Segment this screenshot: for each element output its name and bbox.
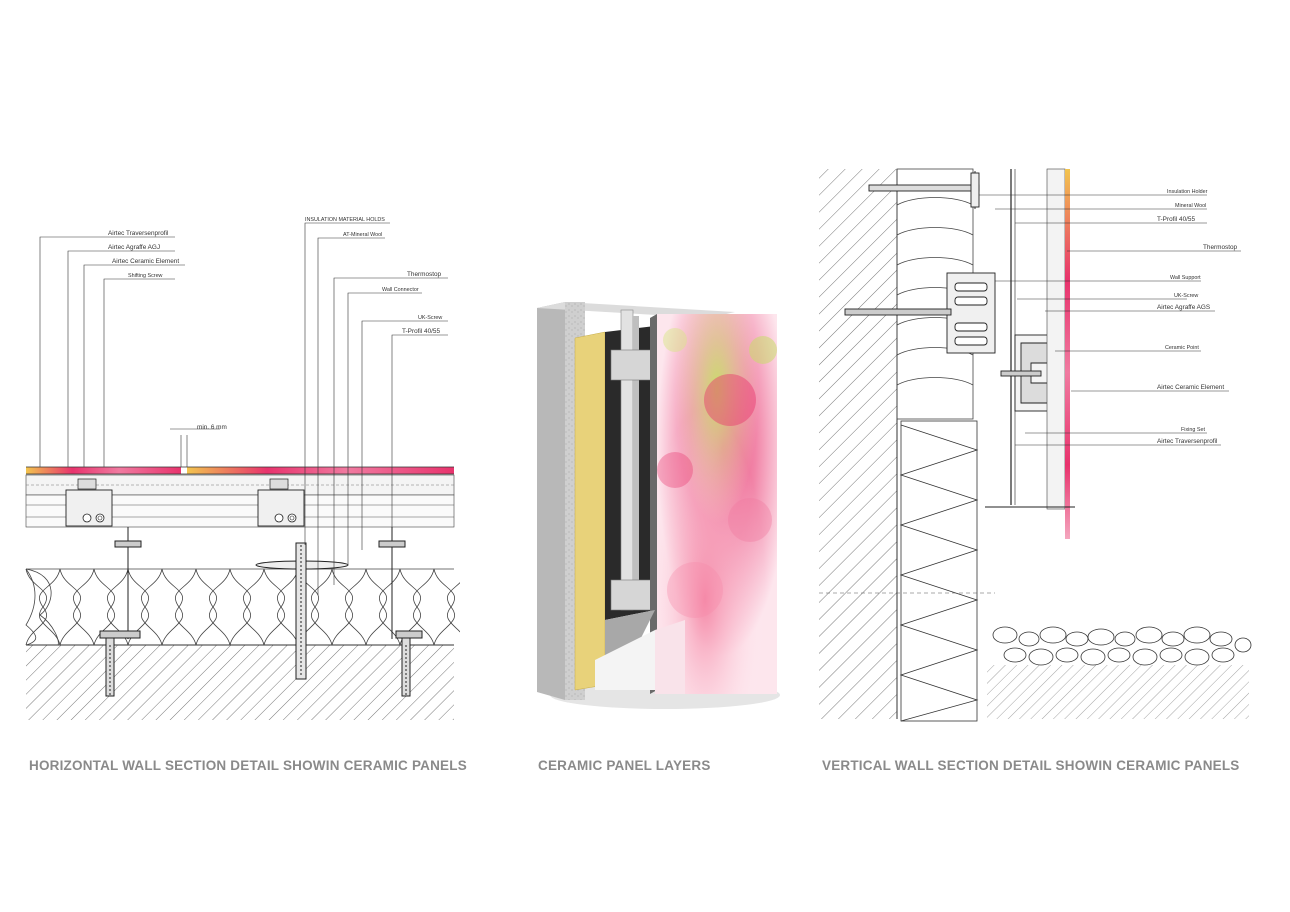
label-wall-connector: Wall Connector [382, 287, 419, 293]
insulation-holder-vertical [868, 171, 980, 209]
gravel [992, 626, 1252, 666]
label-mineral-wool: AT-Mineral Wool [343, 232, 382, 238]
label-uk-screw: UK-Screw [418, 315, 442, 321]
label-t-profil-v: T-Profil 40/55 [1157, 216, 1195, 223]
label-thermostop: Thermostop [407, 271, 442, 278]
mineral-wool [25, 568, 454, 646]
concrete-wall-vertical [819, 169, 897, 719]
horizontal-section-panel: min. 6 mm Airtec Traversenprofil Airtec … [20, 205, 460, 725]
wall-connector-left [99, 527, 142, 697]
horizontal-section-drawing: min. 6 mm Airtec Traversenprofil Airtec … [25, 217, 460, 720]
panel-lower [655, 620, 685, 694]
label-agraffe: Airtec Agraffe AGJ [108, 244, 160, 251]
ceramic-element-left [26, 467, 181, 474]
insulation-lobe [365, 568, 401, 646]
vertical-section-panel: Insulation Holder Mineral Wool T-Profil … [815, 165, 1255, 725]
insulation-lobe [59, 568, 95, 646]
insulation-lobe [263, 568, 299, 646]
ceramic-element-right [187, 467, 454, 474]
insulation-lobe [433, 582, 460, 646]
label-insulation-holds: INSULATION MATERIAL HOLDS [305, 217, 385, 223]
concrete-side [537, 302, 565, 700]
label-ceramic-point: Ceramic Point [1165, 345, 1199, 351]
concrete-base [595, 630, 655, 690]
insulation-layer [575, 332, 605, 690]
ceramic-element-vertical [1065, 169, 1070, 539]
vertical-section-drawing: Insulation Holder Mineral Wool T-Profil … [819, 168, 1252, 722]
caption-center: CERAMIC PANEL LAYERS [538, 758, 711, 773]
lower-insulation [899, 420, 979, 722]
label-uk-screw-v: UK-Screw [1174, 293, 1198, 299]
label-ceramic-element: Airtec Ceramic Element [112, 258, 179, 265]
dimension-label: min. 6 mm [197, 424, 227, 431]
broken-edge [605, 610, 655, 660]
caption-vertical: VERTICAL WALL SECTION DETAIL SHOWIN CERA… [822, 758, 1240, 773]
insulation-lobe [331, 568, 367, 646]
label-thermostop-v: Thermostop [1203, 244, 1238, 251]
label-shifting-screw: Shifting Screw [128, 273, 163, 279]
wall-connector-right [378, 527, 423, 697]
agraffe-left [65, 478, 113, 527]
ceramic-layers-panel [525, 290, 795, 730]
agraffe-right [257, 478, 305, 527]
panel-backing-vertical [1046, 168, 1066, 510]
concrete-wall [26, 645, 454, 720]
wall-support [844, 272, 996, 354]
insulation-lobe [195, 568, 231, 646]
leader-lines-vertical [979, 194, 1241, 446]
insulation-holder [255, 542, 349, 680]
insulation-lobe [161, 568, 197, 646]
insulation-lobe [25, 568, 61, 646]
ceramic-panel [650, 314, 777, 694]
dimension-gap [170, 428, 220, 467]
leader-lines [39, 222, 448, 595]
label-fixing-set: Fixing Set [1181, 427, 1205, 433]
label-ceramic-element-v: Airtec Ceramic Element [1157, 384, 1224, 391]
label-wall-support: Wall Support [1170, 275, 1201, 281]
ground [987, 665, 1249, 719]
insulation-lobe [229, 568, 265, 646]
label-traversenprofil: Airtec Traversenprofil [108, 230, 168, 237]
ceramic-layers-illustration [537, 302, 780, 709]
t-profile [610, 309, 652, 611]
mineral-wool-vertical [896, 168, 974, 420]
label-agraffe-ags: Airtec Agraffe AGS [1157, 304, 1210, 311]
label-traversenprofil-v: Airtec Traversenprofil [1157, 438, 1217, 445]
label-mineral-wool-v: Mineral Wool [1175, 203, 1206, 209]
caption-horizontal: HORIZONTAL WALL SECTION DETAIL SHOWIN CE… [29, 758, 467, 773]
label-insulation-holder: Insulation Holder [1167, 189, 1208, 195]
insulation-lobe [433, 568, 460, 633]
label-t-profil: T-Profil 40/55 [402, 328, 440, 335]
